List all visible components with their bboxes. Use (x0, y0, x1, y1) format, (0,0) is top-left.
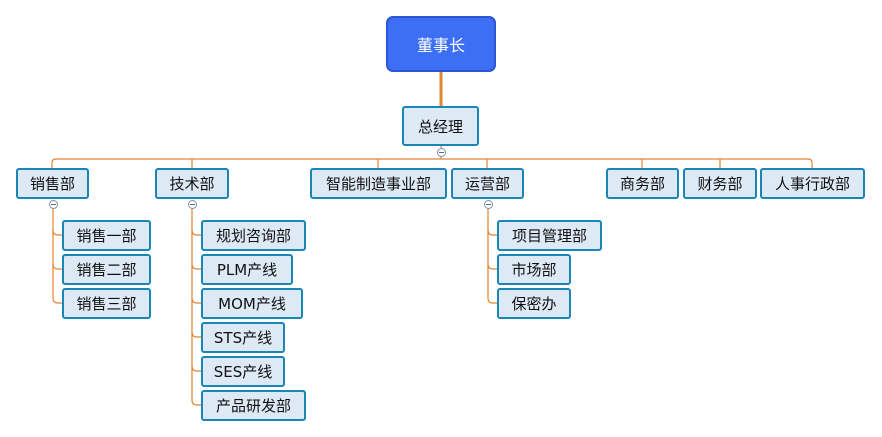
node-tech-planning-consulting[interactable]: 规划咨询部 (201, 220, 306, 251)
node-tech-product-rd[interactable]: 产品研发部 (201, 390, 306, 421)
node-label: 销售三部 (76, 295, 137, 313)
node-tech-sts[interactable]: STS产线 (201, 322, 285, 353)
node-sales-1[interactable]: 销售一部 (62, 220, 151, 251)
node-label: STS产线 (213, 329, 273, 347)
node-label: 销售一部 (76, 227, 137, 245)
node-ops-project-management[interactable]: 项目管理部 (497, 220, 602, 251)
node-tech-ses[interactable]: SES产线 (201, 356, 285, 387)
node-label: 规划咨询部 (215, 227, 291, 245)
connector-tech-branch (191, 399, 201, 406)
connector-ops-branch (487, 297, 497, 304)
node-label: 销售部 (29, 175, 75, 193)
node-label: 产品研发部 (215, 397, 291, 415)
node-sales-3[interactable]: 销售三部 (62, 288, 151, 319)
node-dept-finance[interactable]: 财务部 (683, 168, 757, 199)
node-tech-plm[interactable]: PLM产线 (201, 254, 293, 285)
node-label: 销售二部 (76, 261, 137, 279)
node-dept-business[interactable]: 商务部 (606, 168, 679, 199)
collapse-toggle-icon[interactable] (49, 200, 58, 209)
node-label: 保密办 (511, 295, 557, 313)
node-label: 财务部 (697, 175, 743, 193)
node-label: 技术部 (169, 175, 215, 193)
node-label: PLM产线 (216, 261, 278, 279)
connector-sales-branch (52, 263, 62, 270)
connector-tech-branch (191, 229, 201, 236)
connector-dept-bus (51, 158, 813, 168)
connector-ops-branch (487, 263, 497, 270)
node-general-manager[interactable]: 总经理 (402, 106, 479, 146)
node-label: 商务部 (619, 175, 665, 193)
connector-tech-branch (191, 331, 201, 338)
node-ops-security-office[interactable]: 保密办 (497, 288, 571, 319)
node-dept-sales[interactable]: 销售部 (16, 168, 89, 199)
node-label: MOM产线 (218, 295, 286, 313)
node-label: 智能制造事业部 (325, 175, 431, 193)
node-dept-operations[interactable]: 运营部 (451, 168, 524, 199)
collapse-toggle-icon[interactable] (484, 200, 493, 209)
node-dept-tech[interactable]: 技术部 (155, 168, 229, 199)
node-label: 运营部 (464, 175, 510, 193)
connector-ops-branch (487, 229, 497, 236)
node-label: 总经理 (417, 117, 463, 136)
connector-tech-branch (191, 365, 201, 372)
connector-tech-branch (191, 263, 201, 270)
collapse-toggle-icon[interactable] (437, 148, 446, 157)
connector-sales-branch (52, 229, 62, 236)
node-ops-marketing[interactable]: 市场部 (497, 254, 571, 285)
node-label: 董事长 (416, 36, 465, 55)
connector-tech-branch (191, 297, 201, 304)
collapse-toggle-icon[interactable] (188, 200, 197, 209)
node-chairman[interactable]: 董事长 (386, 16, 496, 72)
node-sales-2[interactable]: 销售二部 (62, 254, 151, 285)
node-label: SES产线 (213, 363, 273, 381)
node-dept-smart-manufacturing[interactable]: 智能制造事业部 (310, 168, 447, 199)
node-dept-hr-admin[interactable]: 人事行政部 (760, 168, 865, 199)
connector-sales-branch (52, 297, 62, 304)
node-label: 人事行政部 (774, 175, 850, 193)
node-label: 市场部 (511, 261, 557, 279)
node-label: 项目管理部 (511, 227, 587, 245)
node-tech-mom[interactable]: MOM产线 (201, 288, 303, 319)
